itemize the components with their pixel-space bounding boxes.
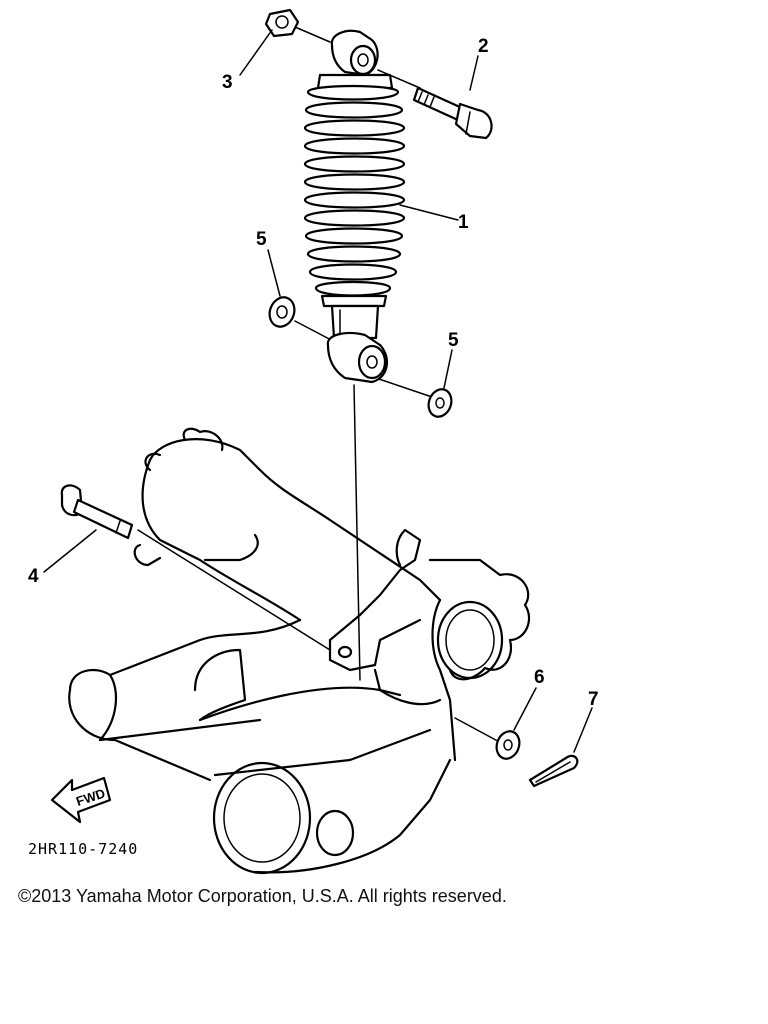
forward-arrow-icon: FWD: [50, 776, 112, 824]
drawing-code: 2HR110-7240: [28, 840, 138, 858]
alignment-lines: [137, 26, 506, 746]
callout-5-upper: 5: [256, 229, 267, 250]
swingarm: [68, 427, 531, 875]
callout-2: 2: [478, 36, 489, 57]
nut-upper: [264, 8, 300, 38]
callout-3: 3: [222, 72, 233, 93]
callout-5-lower: 5: [448, 330, 459, 351]
callout-4: 4: [28, 566, 39, 587]
washer-6: [495, 730, 521, 760]
bolt-lower: [60, 484, 134, 540]
shock-spring: [303, 84, 406, 297]
callout-leaders: [43, 29, 593, 753]
bolt-upper: [412, 86, 493, 140]
cotter-pin: [528, 754, 579, 788]
callout-6: 6: [534, 667, 545, 688]
rear-shock-absorber: [303, 29, 406, 384]
callout-7: 7: [588, 689, 599, 710]
callout-1: 1: [458, 212, 469, 233]
copyright-notice: ©2013 Yamaha Motor Corporation, U.S.A. A…: [18, 886, 507, 906]
washer-upper: [268, 296, 296, 328]
washer-lower: [427, 388, 453, 418]
